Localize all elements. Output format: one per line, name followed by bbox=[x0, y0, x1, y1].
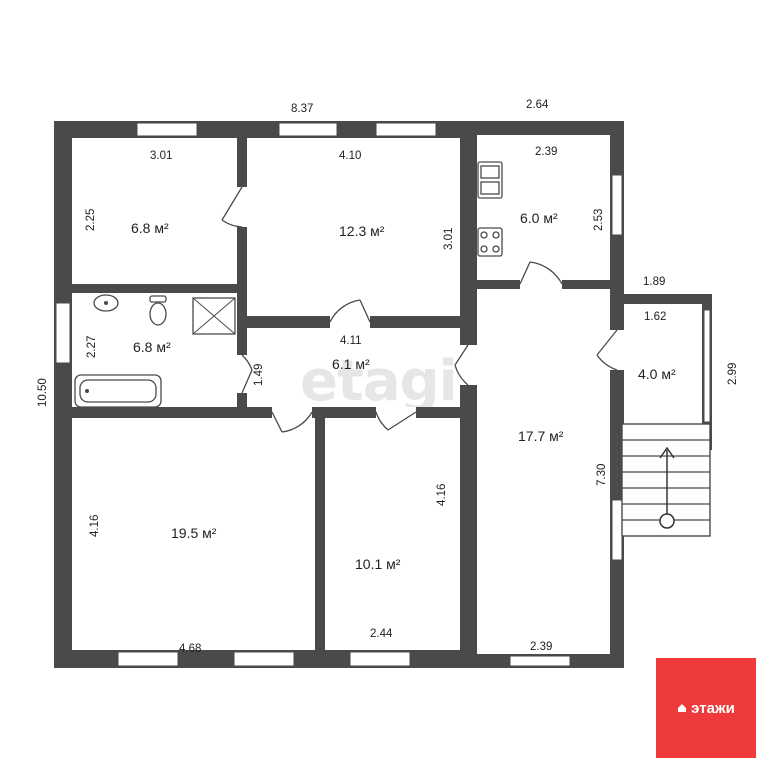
dim-room-s-width: 2.44 bbox=[370, 628, 393, 640]
house-icon bbox=[678, 704, 687, 712]
dim-room-s-height: 4.16 bbox=[436, 484, 448, 506]
stairs bbox=[621, 423, 711, 537]
dim-hall-length: 4.11 bbox=[340, 335, 362, 347]
area-room-n: 12.3 м² bbox=[339, 223, 385, 239]
dim-porch-inner: 1.62 bbox=[644, 311, 666, 323]
area-kitchen: 6.0 м² bbox=[520, 210, 558, 226]
brand-name: этажи bbox=[691, 699, 735, 717]
dim-hall-height: 1.49 bbox=[253, 364, 265, 386]
toilet-icon bbox=[149, 295, 167, 303]
dim-room-sw-height: 4.16 bbox=[89, 515, 101, 537]
dim-living-width: 2.39 bbox=[530, 641, 552, 653]
stove-icon bbox=[477, 227, 503, 257]
dim-room-n-height: 3.01 bbox=[443, 228, 455, 250]
area-labels: 6.8 м² 12.3 м² 6.0 м² 6.8 м² 6.1 м² 4.0 … bbox=[131, 210, 676, 572]
dim-total-height: 10.50 bbox=[37, 378, 49, 407]
dim-room-nw-height: 2.25 bbox=[85, 209, 97, 231]
dim-porch-outer: 1.89 bbox=[643, 276, 665, 288]
area-room-s: 10.1 м² bbox=[355, 556, 401, 572]
dim-kitchen-height: 2.53 bbox=[593, 209, 605, 231]
dim-porch-height: 2.99 bbox=[727, 363, 739, 385]
windows bbox=[55, 122, 711, 667]
bathroom-fixtures bbox=[74, 294, 236, 408]
area-room-sw: 19.5 м² bbox=[171, 525, 217, 541]
dim-room-nw-width: 3.01 bbox=[150, 150, 172, 162]
area-hall: 6.1 м² bbox=[332, 356, 370, 372]
dim-room-n-width: 4.10 bbox=[339, 150, 361, 162]
kitchen-fixtures bbox=[477, 161, 503, 257]
dim-top-left: 8.37 bbox=[291, 103, 313, 115]
dim-living-height: 7.30 bbox=[596, 464, 608, 486]
dimension-labels: 8.37 2.64 3.01 4.10 2.39 1.89 1.62 4.11 … bbox=[37, 99, 739, 655]
area-porch: 4.0 м² bbox=[638, 366, 676, 382]
area-bathroom: 6.8 м² bbox=[133, 339, 171, 355]
dim-room-sw-width: 4.68 bbox=[179, 643, 201, 655]
area-living-room: 17.7 м² bbox=[518, 428, 564, 444]
watermark: etagi bbox=[300, 349, 457, 414]
dim-kitchen-width: 2.39 bbox=[535, 146, 557, 158]
dim-bathroom-height: 2.27 bbox=[86, 336, 98, 358]
brand-logo: этажи bbox=[656, 658, 756, 758]
area-room-nw: 6.8 м² bbox=[131, 220, 169, 236]
dim-top-right: 2.64 bbox=[526, 99, 549, 111]
